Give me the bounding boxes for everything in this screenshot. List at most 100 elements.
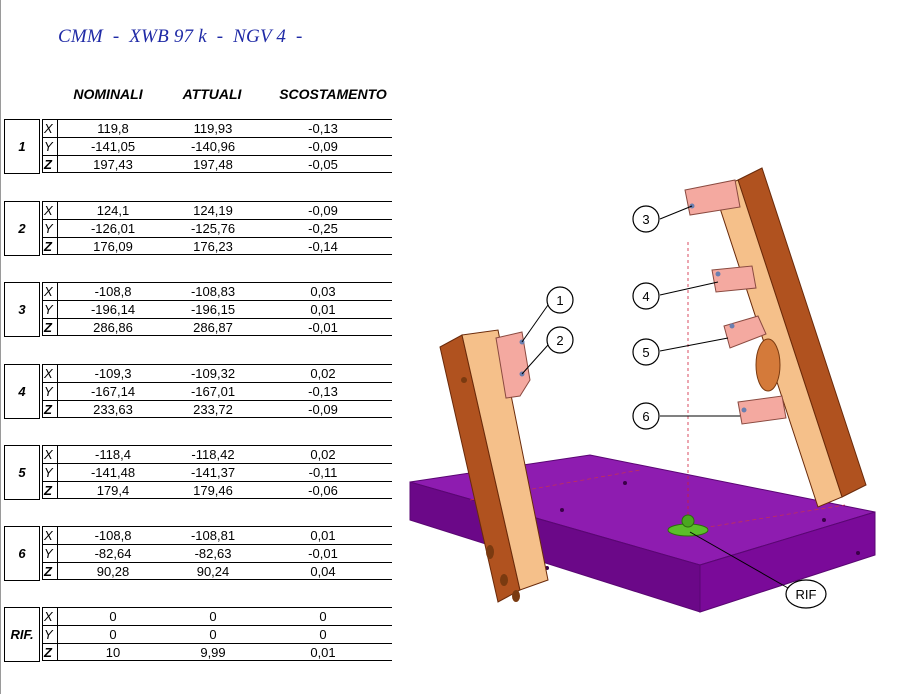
axis-label: Y: [44, 546, 53, 561]
axis-label: X: [44, 609, 53, 624]
actual-value: -109,32: [190, 366, 236, 381]
row-divider: [42, 138, 43, 155]
deviation-value: -0,01: [308, 320, 338, 335]
base-hole: [560, 508, 564, 512]
table-row: X -108,8 -108,81 0,01: [42, 526, 392, 544]
deviation-value: 0,01: [310, 528, 336, 543]
block-5: [723, 315, 767, 349]
deviation-value: 0,03: [310, 284, 336, 299]
actual-value: 233,72: [193, 402, 233, 417]
row-divider: [57, 283, 58, 300]
point-label: 6: [4, 526, 40, 581]
page-left-border: [0, 0, 1, 694]
callout-2-label: 2: [556, 333, 563, 348]
axis-label: X: [44, 528, 53, 543]
row-divider: [42, 464, 43, 481]
point-label: 4: [4, 364, 40, 419]
row-divider: [57, 608, 58, 625]
reference-sphere: [681, 514, 695, 528]
row-divider: [42, 365, 43, 382]
left-plate-front: [461, 329, 549, 591]
nominal-value: 233,63: [93, 402, 133, 417]
callout-rif: RIF: [785, 579, 827, 609]
row-divider: [57, 545, 58, 562]
nominal-value: 197,43: [93, 157, 133, 172]
row-divider: [42, 383, 43, 400]
row-divider: [42, 301, 43, 318]
nominal-value: 119,8: [97, 121, 129, 136]
nominal-value: 10: [105, 645, 121, 660]
deviation-value: -0,14: [308, 239, 338, 254]
axis-label: Y: [44, 139, 53, 154]
deviation-value: 0,04: [310, 564, 336, 579]
table-row: Y-167,14-167,01-0,13: [42, 382, 392, 400]
probe-point-6: [741, 407, 747, 413]
deviation-value: -0,06: [308, 483, 338, 498]
axis-label: Y: [44, 221, 53, 236]
actual-value: -125,76: [190, 221, 236, 236]
nominal-value: -108,8: [94, 528, 132, 543]
axis-label: Y: [44, 384, 53, 399]
actual-value: 9,99: [200, 645, 226, 660]
actual-value: 0: [209, 609, 217, 624]
row-divider: [42, 608, 43, 625]
nominal-value: -109,3: [94, 366, 132, 381]
deviation-value: 0: [319, 609, 327, 624]
callout-leader-4: [659, 281, 719, 296]
actual-value: 197,48: [193, 157, 233, 172]
base-dashed-line: [689, 504, 846, 531]
actual-value: 124,19: [193, 203, 233, 218]
row-divider: [57, 365, 58, 382]
nominal-value: 90,28: [96, 564, 130, 579]
axis-label: Z: [44, 239, 52, 254]
axis-label: Z: [44, 645, 52, 660]
callout-leader-5: [659, 337, 729, 352]
row-divider: [57, 383, 58, 400]
callout-5-label: 5: [642, 345, 649, 360]
row-divider: [57, 401, 58, 417]
row-divider: [42, 563, 43, 579]
row-divider: [42, 644, 43, 660]
nominal-value: 0: [109, 609, 117, 624]
actual-value: -108,81: [190, 528, 236, 543]
row-divider: [42, 446, 43, 463]
row-divider: [57, 301, 58, 318]
actual-value: -167,01: [190, 384, 236, 399]
nominal-value: 0: [109, 627, 117, 642]
actual-value: -196,15: [190, 302, 236, 317]
callout-rif-label: RIF: [796, 587, 817, 602]
base-right-face: [699, 511, 876, 613]
left-plate-hole: [512, 590, 520, 602]
row-divider: [57, 220, 58, 237]
axis-label: X: [44, 366, 53, 381]
axis-label: X: [44, 203, 53, 218]
point-label: 2: [4, 201, 40, 256]
row-divider: [57, 626, 58, 643]
deviation-value: -0,05: [308, 157, 338, 172]
point-label: 1: [4, 119, 40, 174]
base-hole: [856, 551, 860, 555]
row-divider: [57, 446, 58, 463]
point-label: 3: [4, 282, 40, 337]
nominal-value: 124,1: [96, 203, 130, 218]
row-divider: [57, 120, 58, 137]
left-plate-hole: [486, 545, 494, 559]
row-divider: [57, 138, 58, 155]
callout-1-label: 1: [556, 293, 563, 308]
actual-value: 0: [209, 627, 217, 642]
